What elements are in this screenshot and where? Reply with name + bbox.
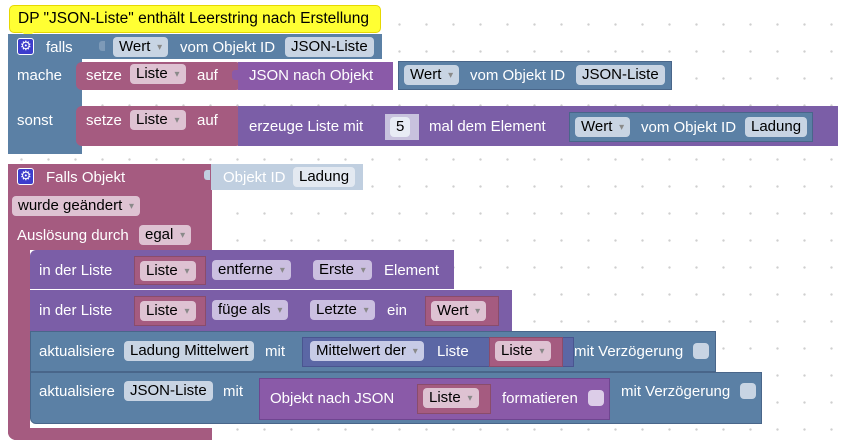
then-label: mache	[17, 67, 63, 84]
position-dropdown[interactable]: Letzte	[310, 300, 375, 320]
value-variable-dropdown[interactable]: Wert	[431, 301, 487, 321]
delay-checkbox[interactable]	[693, 343, 709, 359]
json-to-object-block[interactable]	[238, 62, 393, 90]
condition-dropdown[interactable]: wurde geändert	[12, 196, 141, 216]
value-object-id[interactable]: JSON-Liste	[576, 65, 665, 85]
update-target[interactable]: JSON-Liste	[124, 381, 213, 401]
value-object-id[interactable]: Ladung	[745, 117, 808, 137]
to-label: auf	[197, 67, 218, 84]
times-element-label: mal dem Element	[429, 118, 546, 135]
list-prefix-label: in der Liste	[39, 302, 113, 319]
trigger-left-rail	[8, 164, 30, 440]
gear-icon[interactable]	[17, 168, 34, 185]
condition-label: vom Objekt ID	[180, 39, 276, 56]
update-label: aktualisiere	[39, 383, 115, 400]
value-label: vom Objekt ID	[470, 67, 566, 84]
value-label: vom Objekt ID	[641, 119, 737, 136]
set-label: setze	[86, 67, 122, 84]
if-label: falls	[46, 39, 73, 56]
list-prefix-label: in der Liste	[39, 262, 113, 279]
condition-object-id[interactable]: JSON-Liste	[285, 37, 374, 57]
set-label: setze	[86, 112, 122, 129]
update-label: aktualisiere	[39, 343, 115, 360]
list-variable-dropdown[interactable]: Liste	[140, 301, 196, 321]
else-label: sonst	[17, 112, 53, 129]
list-variable-dropdown[interactable]: Liste	[495, 341, 551, 361]
position-dropdown[interactable]: Erste	[313, 260, 372, 280]
trigger-by-label: Auslösung durch	[17, 227, 129, 244]
list-label: Liste	[437, 343, 469, 360]
create-list-label: erzeuge Liste mit	[249, 118, 364, 135]
comment-text: DP "JSON-Liste" enthält Leerstring nach …	[18, 10, 370, 27]
json-to-object-label: JSON nach Objekt	[249, 67, 374, 84]
format-label: formatieren	[502, 390, 578, 407]
op-dropdown[interactable]: entferne	[212, 260, 291, 280]
gear-icon[interactable]	[17, 38, 34, 55]
input-connector	[99, 41, 105, 51]
element-label: Element	[384, 262, 440, 279]
trigger-by-dropdown[interactable]: egal	[139, 225, 192, 245]
delay-label: mit Verzögerung	[621, 383, 731, 400]
object-to-json-label: Objekt nach JSON	[270, 390, 395, 407]
variable-dropdown[interactable]: Liste	[130, 110, 186, 130]
delay-label: mit Verzögerung	[574, 343, 684, 360]
with-label: mit	[265, 343, 285, 360]
list-variable-dropdown[interactable]: Liste	[140, 261, 196, 281]
trigger-bottom-bar	[8, 428, 212, 440]
trigger-title: Falls Objekt	[46, 169, 126, 186]
value-dropdown[interactable]: Wert	[404, 65, 460, 85]
to-label: auf	[197, 112, 218, 129]
input-connector	[232, 70, 238, 80]
trigger-object-id[interactable]: Ladung	[293, 167, 356, 187]
insert-label: ein	[387, 302, 408, 319]
condition-dropdown[interactable]: Wert	[113, 37, 169, 57]
input-connector	[204, 170, 210, 180]
count-input[interactable]: 5	[390, 117, 411, 137]
update-target[interactable]: Ladung Mittelwert	[124, 341, 255, 361]
variable-dropdown[interactable]: Liste	[130, 64, 186, 84]
list-variable-dropdown[interactable]: Liste	[423, 388, 479, 408]
format-checkbox[interactable]	[588, 390, 604, 406]
math-function-dropdown[interactable]: Mittelwert der	[310, 341, 424, 361]
value-dropdown[interactable]: Wert	[575, 117, 631, 137]
comment-bubble[interactable]: DP "JSON-Liste" enthält Leerstring nach …	[9, 5, 381, 33]
object-id-label: Objekt ID	[223, 169, 286, 186]
delay-checkbox[interactable]	[740, 383, 756, 399]
with-label: mit	[223, 383, 243, 400]
op-dropdown[interactable]: füge als	[212, 300, 289, 320]
